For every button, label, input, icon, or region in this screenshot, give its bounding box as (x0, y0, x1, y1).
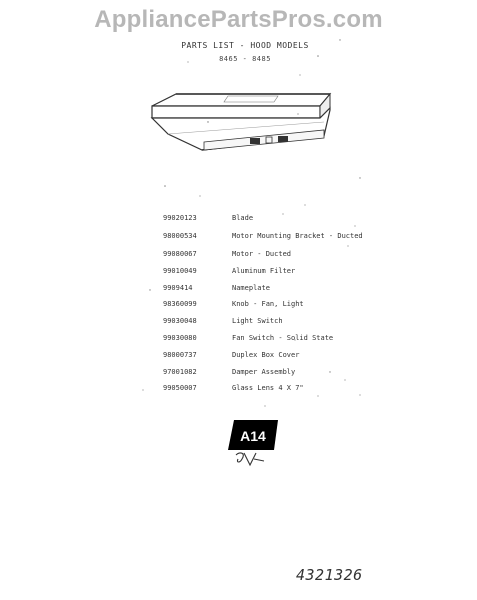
part-number: 99080067 (163, 250, 197, 258)
part-number: 99030048 (163, 317, 197, 325)
fan-knob-shape (278, 136, 288, 142)
part-description: Duplex Box Cover (232, 351, 300, 359)
page-badge: A14 (228, 420, 278, 450)
part-description: Motor - Ducted (232, 250, 292, 258)
part-number: 98360099 (163, 300, 197, 308)
badge-label: A14 (240, 428, 266, 444)
part-description: Fan Switch - Solid State (232, 334, 334, 342)
part-description: Motor Mounting Bracket - Ducted (232, 232, 363, 240)
part-number: 99050007 (163, 384, 197, 392)
handwritten-initials (235, 452, 265, 467)
part-description: Damper Assembly (232, 368, 296, 376)
part-number: 97001082 (163, 368, 197, 376)
part-description: Glass Lens 4 X 7" (232, 384, 304, 392)
part-description: Light Switch (232, 317, 283, 325)
light-switch-shape (250, 138, 260, 144)
part-number: 99020123 (163, 214, 197, 222)
part-number: 99030080 (163, 334, 197, 342)
part-number: 9909414 (163, 284, 193, 292)
model-numbers: 8465 - 8485 (219, 55, 271, 63)
watermark-logo: AppliancePartsPros.com (94, 6, 383, 33)
part-number: 99010049 (163, 267, 197, 275)
part-description: Knob - Fan, Light (232, 300, 304, 308)
part-number: 98000534 (163, 232, 197, 240)
part-description: Blade (232, 214, 254, 222)
range-hood-illustration (150, 92, 332, 151)
part-description: Aluminum Filter (232, 267, 296, 275)
document-stamp-number: 4321326 (296, 566, 363, 584)
part-number: 98000737 (163, 351, 197, 359)
part-description: Nameplate (232, 284, 270, 292)
parts-list-title: PARTS LIST - HOOD MODELS (181, 41, 309, 50)
